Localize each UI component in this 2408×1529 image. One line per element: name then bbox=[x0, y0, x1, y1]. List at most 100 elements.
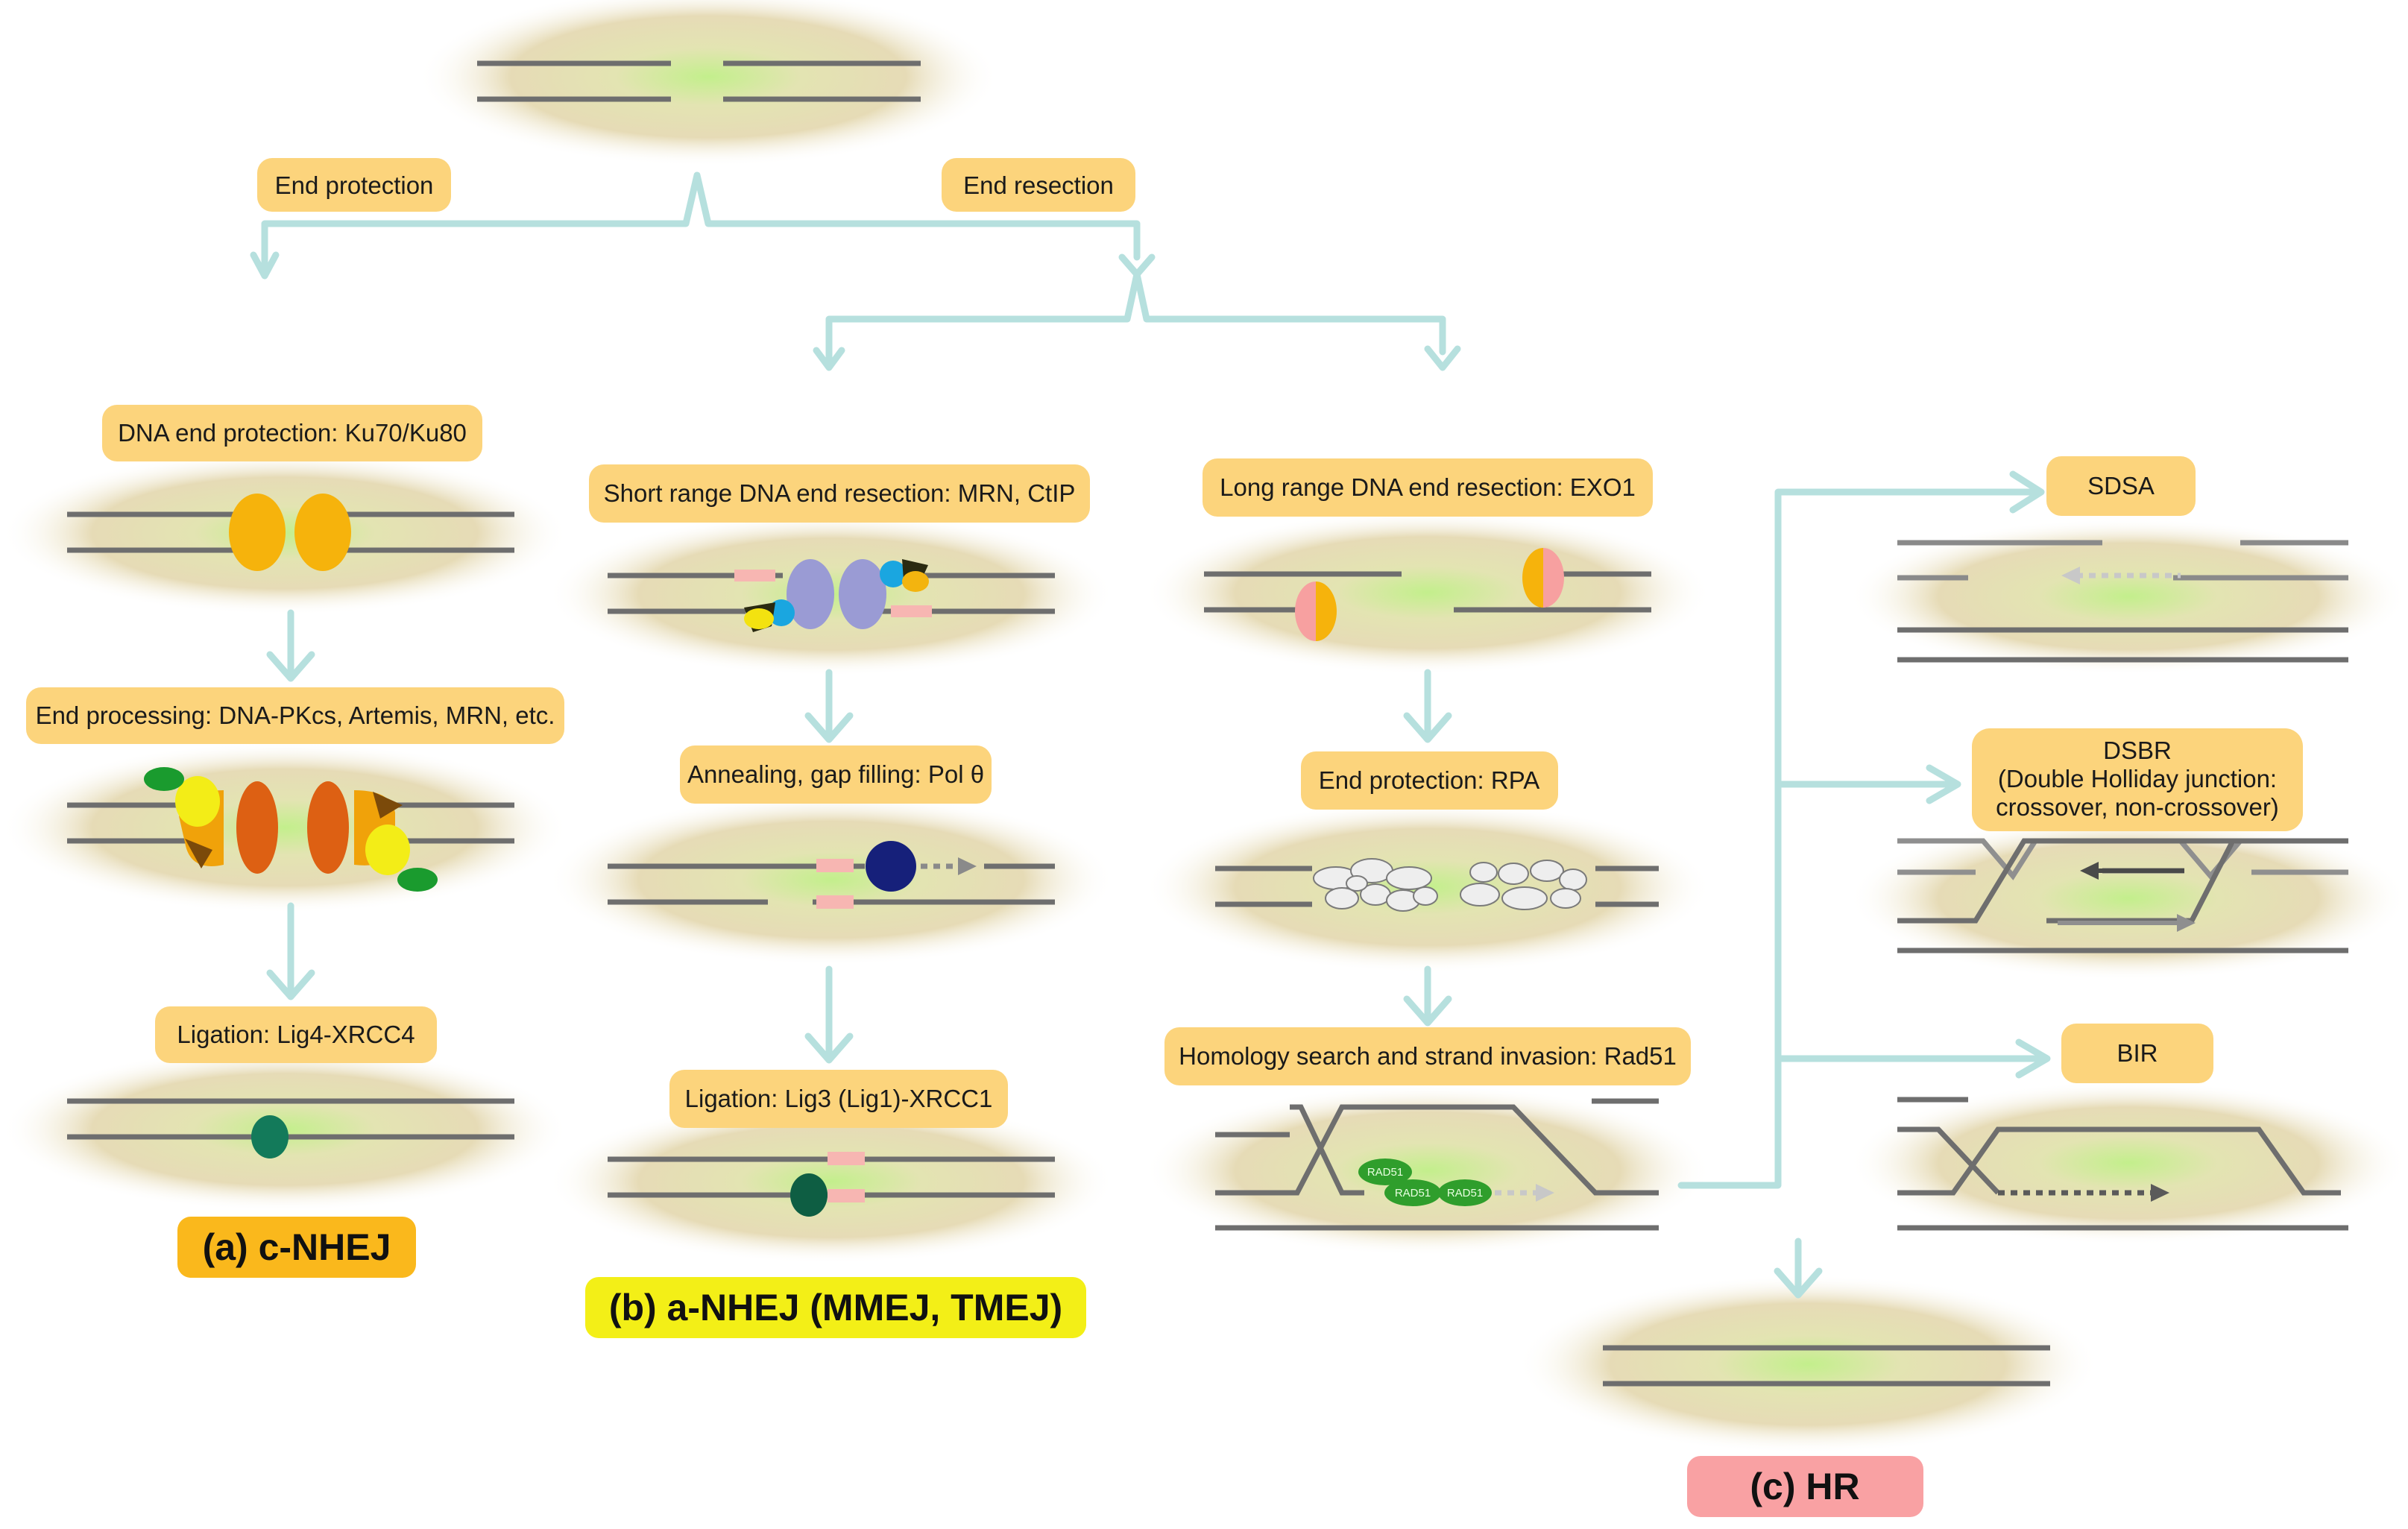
dna-cnhej-1 bbox=[67, 511, 514, 553]
branch-dsbr bbox=[1774, 764, 1961, 804]
ku70-protein bbox=[229, 494, 286, 571]
title-hr: (c) HR bbox=[1750, 1466, 1859, 1507]
label-cnhej-step1: DNA end protection: Ku70/Ku80 bbox=[118, 419, 467, 447]
label-bg-hr-step1 bbox=[1203, 458, 1653, 517]
label-bg-dsbr bbox=[1972, 728, 2303, 831]
dna-hr-1 bbox=[1204, 571, 1651, 613]
label-sdsa: SDSA bbox=[2087, 472, 2155, 499]
dna-cnhej-2 bbox=[67, 802, 514, 844]
processing-right-orange bbox=[307, 781, 349, 874]
halo-hr-1 bbox=[1144, 511, 1711, 675]
proteins: RAD51 RAD51 RAD51 bbox=[144, 494, 2196, 1217]
hr-synthesis-arrowhead bbox=[1536, 1184, 1554, 1202]
exo1-left-protein bbox=[1295, 581, 1316, 641]
microhomology-anneal-bottom bbox=[816, 895, 854, 909]
dna-hr-3-homolog bbox=[1215, 1104, 1659, 1196]
label-hr-step1: Long range DNA end resection: EXO1 bbox=[1220, 473, 1636, 501]
halo-top bbox=[417, 0, 999, 166]
dnapkcs-right-protein bbox=[397, 868, 438, 892]
label-bg-cnhej-step3 bbox=[155, 1006, 437, 1063]
bir-arrowhead bbox=[2151, 1184, 2169, 1202]
ctip-left-yellow bbox=[744, 608, 774, 629]
microhomology-anneal-top bbox=[816, 859, 854, 872]
label-bg-end-resection bbox=[942, 158, 1135, 212]
label-bg-anhej-step2 bbox=[680, 745, 992, 804]
label-dsbr-line3: crossover, non-crossover) bbox=[1996, 793, 2279, 821]
mrn-protein-right bbox=[839, 559, 886, 629]
arrow-to-hr bbox=[1424, 345, 1461, 371]
halo-dsbr bbox=[1849, 816, 2408, 980]
mrn-right-protein bbox=[365, 825, 410, 875]
halo-sdsa bbox=[1849, 518, 2408, 675]
rpa-cluster-left bbox=[1313, 858, 1438, 912]
dna-bir bbox=[1897, 1097, 2348, 1231]
microhomology-left-top bbox=[734, 570, 775, 581]
artemis-right-notch bbox=[373, 792, 403, 819]
dna-hr-3-ends bbox=[1215, 1098, 1659, 1231]
dna-cnhej-3 bbox=[67, 1098, 514, 1140]
mrn-left-protein bbox=[175, 776, 220, 827]
label-anhej-step2: Annealing, gap filling: Pol θ bbox=[687, 760, 984, 788]
lig4-xrcc4-protein bbox=[251, 1115, 289, 1158]
processing-left-orange bbox=[236, 781, 278, 874]
dna-hr-final bbox=[1603, 1345, 2050, 1387]
artemis-left-notch bbox=[185, 839, 212, 868]
cnhej-arrow-2 bbox=[266, 902, 315, 1000]
rad51-label-3: RAD51 bbox=[1447, 1187, 1483, 1199]
ctip-right-protein bbox=[880, 561, 907, 587]
label-bg-anhej-step1 bbox=[589, 464, 1090, 523]
rad51-filament-2 bbox=[1384, 1179, 1441, 1206]
label-cnhej-step3: Ligation: Lig4-XRCC4 bbox=[177, 1021, 415, 1048]
dsbr-arrowhead-bottom bbox=[2177, 914, 2196, 932]
rad51-label-2: RAD51 bbox=[1395, 1187, 1431, 1199]
resection-split-bracket bbox=[825, 271, 1446, 365]
rad51-filament-1 bbox=[1358, 1158, 1412, 1185]
label-bg-cnhej-step1 bbox=[102, 405, 482, 461]
label-end-protection: End protection bbox=[275, 171, 434, 199]
title-cnhej: (a) c-NHEJ bbox=[203, 1226, 391, 1268]
dna-hr-2 bbox=[1215, 866, 1659, 907]
arrow-end-protection bbox=[250, 251, 280, 280]
label-bg-bir bbox=[2061, 1024, 2213, 1083]
top-split-bracket bbox=[261, 171, 1141, 276]
pol-theta-arrowhead bbox=[958, 857, 977, 875]
hr-arrow-2 bbox=[1403, 965, 1452, 1027]
label-hr-step2: End protection: RPA bbox=[1319, 766, 1540, 794]
microhomology-ligation-bottom bbox=[828, 1189, 865, 1202]
dna-hr-3-invading bbox=[1290, 1104, 1364, 1196]
label-bg-sdsa bbox=[2046, 456, 2196, 516]
dna-sdsa-bottom bbox=[1897, 627, 2348, 663]
pol-theta-protein bbox=[866, 841, 916, 892]
dna-anhej-2 bbox=[608, 863, 1055, 905]
label-bg-hr-step3 bbox=[1164, 1027, 1691, 1085]
label-bir: BIR bbox=[2117, 1039, 2158, 1067]
halo-hr-3 bbox=[1144, 1085, 1711, 1256]
exo1-left-core bbox=[1316, 581, 1337, 641]
label-anhej-step3: Ligation: Lig3 (Lig1)-XRCC1 bbox=[685, 1085, 993, 1112]
sdsa-arrowhead bbox=[2061, 567, 2080, 584]
label-cnhej-step2: End processing: DNA-PKcs, Artemis, MRN, … bbox=[36, 702, 555, 729]
ctip-right-yellow bbox=[902, 571, 929, 592]
title-anhej: (b) a-NHEJ (MMEJ, TMEJ) bbox=[609, 1287, 1062, 1328]
rpa-cluster-right bbox=[1460, 860, 1587, 910]
rad51-label-1: RAD51 bbox=[1367, 1166, 1403, 1179]
anhej-arrow-1 bbox=[804, 669, 854, 743]
label-anhej-step1: Short range DNA end resection: MRN, CtIP bbox=[604, 479, 1076, 507]
label-dsbr-line2: (Double Holliday junction: bbox=[1998, 765, 2277, 792]
dna-sdsa-top bbox=[1897, 540, 2348, 581]
hr-branch-bracket bbox=[1677, 488, 2039, 1189]
label-bg-anhej-step3 bbox=[669, 1070, 1008, 1128]
branch-bir bbox=[1774, 1038, 2051, 1079]
halo-anhej-2 bbox=[548, 794, 1115, 965]
anhej-arrow-2 bbox=[804, 965, 854, 1064]
ku80-protein bbox=[294, 494, 351, 571]
arrow-to-anhej bbox=[813, 347, 845, 371]
mrn-protein-left bbox=[787, 559, 834, 629]
label-bg-cnhej-step2 bbox=[26, 687, 564, 744]
label-bg-end-protection bbox=[257, 158, 451, 212]
label-hr-step3: Homology search and strand invasion: Rad… bbox=[1179, 1042, 1677, 1070]
title-bg-hr bbox=[1687, 1456, 1923, 1517]
arrow-to-sdsa bbox=[2009, 470, 2045, 514]
rad51-filament-3 bbox=[1438, 1179, 1492, 1206]
